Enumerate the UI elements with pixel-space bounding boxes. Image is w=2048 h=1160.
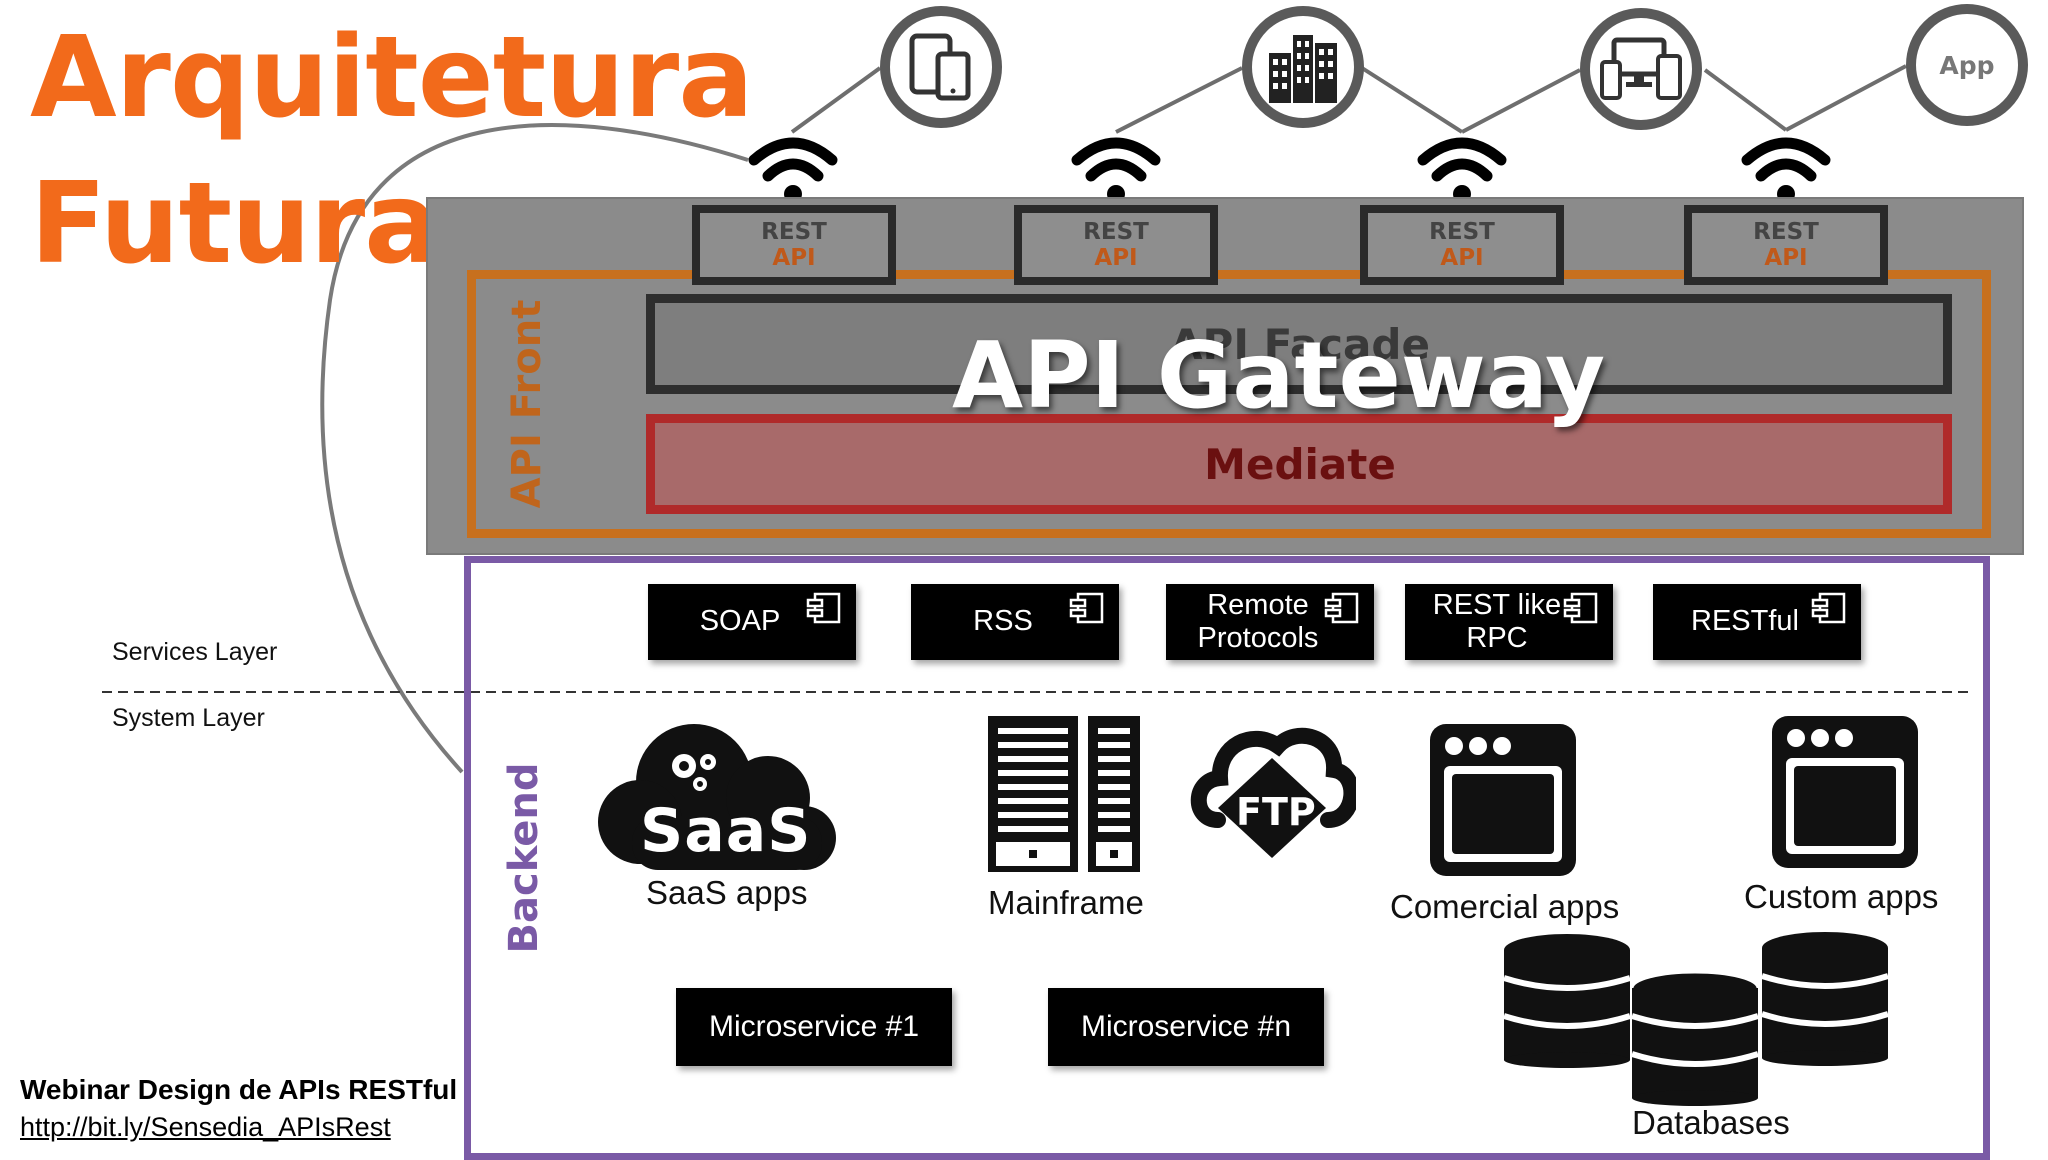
service-restful: RESTful [1653,584,1861,660]
rest-api-box: REST API [692,205,896,285]
service-remote-protocols: Remote Protocols [1166,584,1374,660]
backend-label: Backend [501,762,547,954]
devices-icon [909,33,971,101]
buildings-icon [1269,35,1337,103]
footer-link[interactable]: http://bit.ly/Sensedia_APIsRest [20,1112,391,1142]
services-layer-label: Services Layer [112,638,278,666]
rest-api-box: REST API [1360,205,1564,285]
api-facade-bar [646,294,1952,394]
component-icon [1811,592,1846,624]
rest-api-line2: API [772,245,816,271]
api-front-frame [467,270,1991,538]
computer-devices-circle [1580,8,1702,130]
component-icon [1069,592,1104,624]
api-front-label: API Front [504,299,550,509]
service-rss: RSS [911,584,1119,660]
saas-cloud-icon [598,724,836,870]
rest-api-line2: API [1094,245,1138,271]
custom-apps-label: Custom apps [1744,878,1939,915]
comercial-app-window-icon [1430,724,1576,876]
service-soap: SOAP [648,584,856,660]
database-icon [1761,932,1889,1066]
microservice-n: Microservice #n [1048,988,1324,1066]
service-label: RSS [973,605,1033,638]
rest-api-line1: REST [1083,218,1149,245]
app-circle: App [1906,4,2028,126]
rest-api-line1: REST [1429,218,1495,245]
mainframe-label: Mainframe [988,884,1144,921]
database-icon [1503,934,1631,1068]
comercial-apps-label: Comercial apps [1390,888,1620,925]
rest-api-line2: API [1764,245,1808,271]
saas-badge: SaaS [640,796,812,866]
mainframe-icon [988,716,1140,872]
microservice-1: Microservice #1 [676,988,952,1066]
service-label: Remote Protocols [1197,588,1319,654]
saas-apps-label: SaaS apps [646,874,808,911]
flow-curve [320,123,749,774]
rest-api-box: REST API [1014,205,1218,285]
database-icon [1630,970,1760,1106]
mediate-bar [646,414,1952,514]
service-label: RESTful [1691,605,1799,638]
devices-circle [880,6,1002,128]
buildings-circle [1242,6,1364,128]
component-icon [806,592,841,624]
system-layer-label: System Layer [112,704,265,732]
api-facade-label: API Facade [1170,320,1430,369]
computer-devices-icon [1600,37,1682,100]
rest-api-line1: REST [1753,218,1819,245]
ftp-badge: FTP [1236,790,1316,834]
rest-api-line1: REST [761,218,827,245]
rest-api-box: REST API [1684,205,1888,285]
databases-label: Databases [1632,1104,1790,1141]
page-title-line1: Arquitetura [30,13,754,143]
rest-api-line2: API [1440,245,1484,271]
wifi-icon [1741,137,1831,203]
api-gateway-label: API Gateway [952,322,1606,429]
service-label: SOAP [699,605,781,638]
app-label: App [1939,50,1995,80]
page-title-line2: Futura [30,159,440,289]
component-icon [1324,592,1359,624]
ftp-cloud-icon [1190,727,1356,858]
mediate-label: Mediate [1204,440,1396,489]
footer-title: Webinar Design de APIs RESTful [20,1074,458,1105]
custom-app-window-icon [1772,716,1918,868]
component-icon [1563,592,1598,624]
service-label: REST like RPC [1432,588,1562,654]
service-rest-like-rpc: REST like RPC [1405,584,1613,660]
